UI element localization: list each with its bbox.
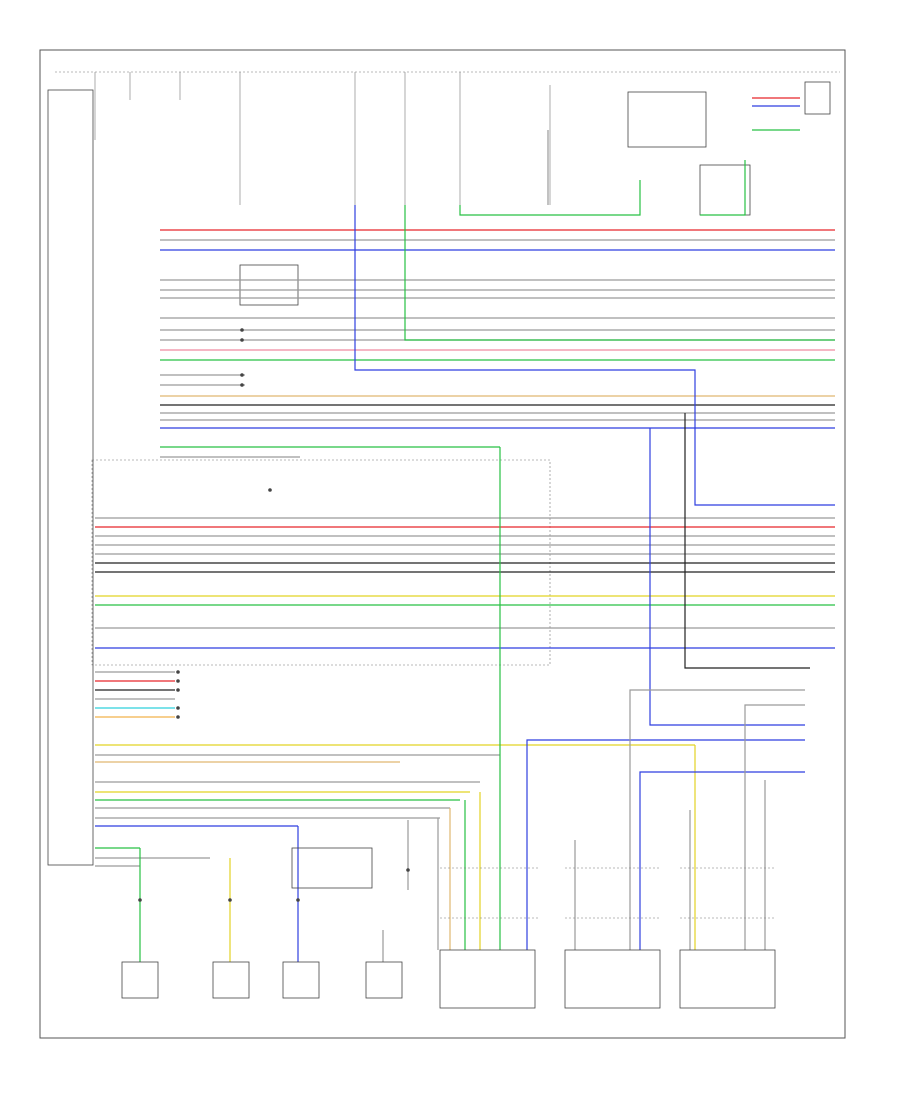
bottom-components: [121, 847, 776, 1009]
connector-dot-3: [240, 383, 244, 387]
wire-route-gray-1: [629, 689, 805, 950]
connector-dot-5: [176, 679, 180, 683]
junction-box-center: [239, 264, 299, 306]
connector-markers: [138, 328, 410, 902]
component-box-1: [121, 961, 159, 999]
wire-route-green-2: [459, 180, 641, 216]
wire-route-blue-2: [649, 428, 805, 726]
connector-dot-1: [240, 338, 244, 342]
connector-dot-12: [406, 868, 410, 872]
component-box-4: [365, 961, 403, 999]
component-box-6: [564, 949, 661, 1009]
connector-dot-7: [176, 706, 180, 710]
wire-route-blue-3: [526, 739, 805, 950]
relay-box-right: [699, 164, 751, 216]
connector-dot-6: [176, 688, 180, 692]
connector-dot-8: [176, 715, 180, 719]
connector-dot-10: [228, 898, 232, 902]
connector-dot-0: [240, 328, 244, 332]
wire-route-green-3: [700, 160, 746, 216]
connector-dot-11: [296, 898, 300, 902]
wire-route-blue-1: [354, 205, 835, 506]
component-box-2: [212, 961, 250, 999]
connector-dot-2: [240, 373, 244, 377]
connector-top-right: [804, 81, 831, 115]
wire-route-gray-2: [744, 704, 805, 950]
wire-route-green-1: [404, 205, 835, 341]
wire-route-black-1: [684, 413, 810, 669]
connector-dot-9: [138, 898, 142, 902]
connector-dot-4: [176, 670, 180, 674]
wire-route-blue-4: [639, 771, 805, 950]
component-box-3: [282, 961, 320, 999]
connector-dot-13: [268, 488, 272, 492]
ecu-left-block: [47, 89, 94, 866]
component-box-8: [291, 847, 373, 889]
component-box-7: [679, 949, 776, 1009]
component-box-5: [439, 949, 536, 1009]
wire-group: [95, 97, 835, 962]
fuse-block-top: [55, 71, 840, 216]
diagram-frame: [39, 49, 846, 1039]
relay-box-top-right: [627, 91, 707, 148]
